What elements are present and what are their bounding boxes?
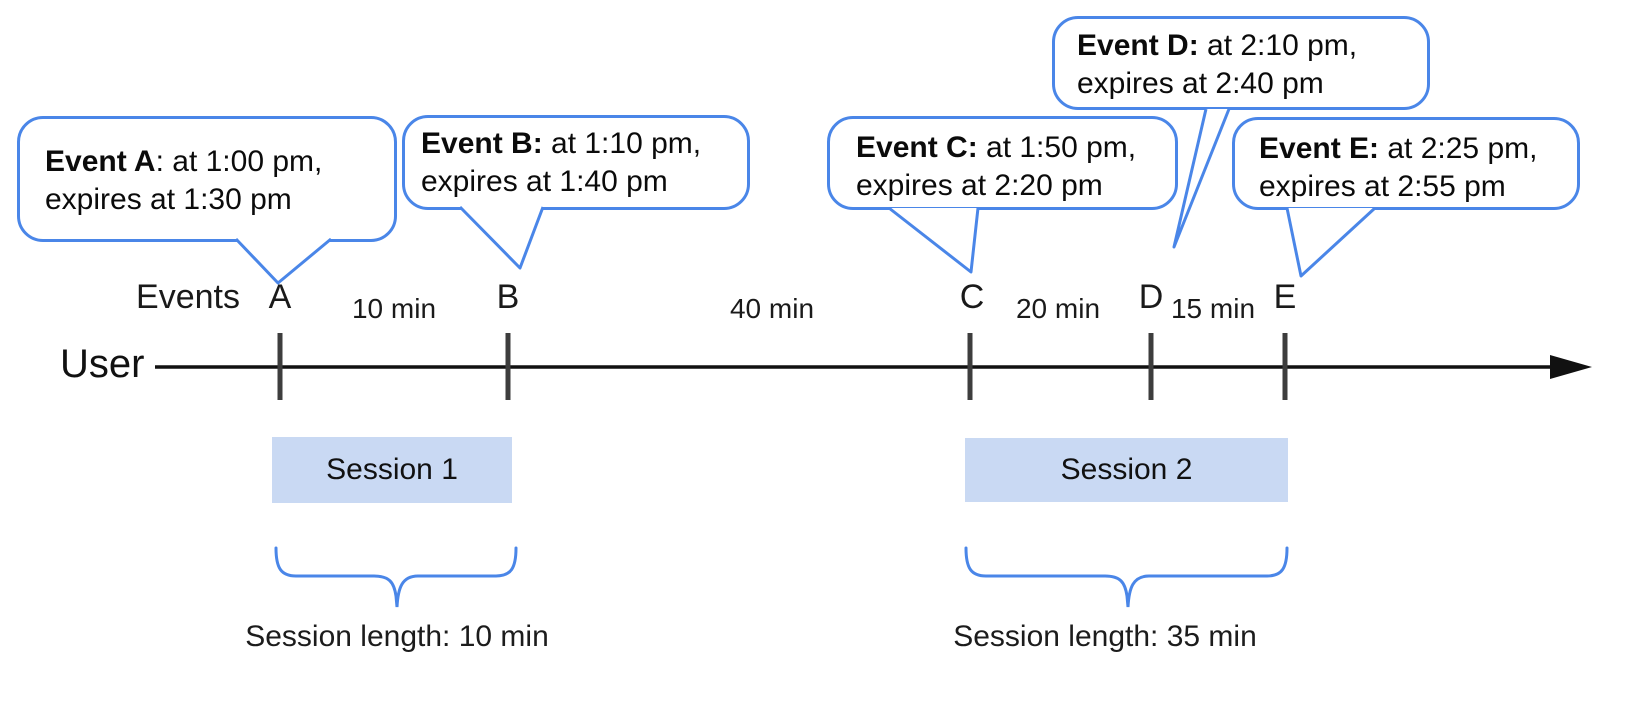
tick-d bbox=[1148, 333, 1154, 400]
tick-e bbox=[1282, 333, 1288, 400]
event-b-time: at 1:10 pm, bbox=[542, 127, 702, 160]
event-c-callout: Event C: at 1:50 pm, expires at 2:20 pm bbox=[827, 116, 1178, 210]
session-2-box: Session 2 bbox=[965, 438, 1288, 502]
event-b-callout: Event B: at 1:10 pm, expires at 1:40 pm bbox=[402, 115, 750, 210]
event-a-line1: Event A: at 1:00 pm, bbox=[45, 143, 384, 181]
events-axis-label: Events bbox=[136, 278, 240, 316]
tick-c bbox=[967, 333, 973, 400]
event-e-expiry: expires at 2:55 pm bbox=[1259, 170, 1506, 203]
event-b-line1: Event B: at 1:10 pm, bbox=[421, 125, 737, 163]
event-a-callout: Event A: at 1:00 pm, expires at 1:30 pm bbox=[17, 116, 397, 242]
session-1-label: Session 1 bbox=[326, 453, 458, 486]
interval-c-d: 20 min bbox=[1015, 293, 1101, 324]
event-a-time: : at 1:00 pm, bbox=[155, 145, 323, 178]
event-e-callout-tail bbox=[1285, 206, 1377, 278]
event-b-callout-tail bbox=[458, 205, 545, 270]
event-e-line1: Event E: at 2:25 pm, bbox=[1259, 130, 1567, 168]
event-a-expiry: expires at 1:30 pm bbox=[45, 183, 292, 216]
timeline-arrowhead-icon bbox=[1550, 355, 1592, 379]
event-marker-c: C bbox=[959, 278, 985, 316]
event-c-callout-tail bbox=[888, 206, 980, 274]
event-a-title: Event A bbox=[45, 145, 156, 178]
tick-b bbox=[505, 333, 511, 400]
event-d-line1: Event D: at 2:10 pm, bbox=[1077, 27, 1417, 65]
event-marker-d: D bbox=[1138, 278, 1164, 316]
interval-b-c: 40 min bbox=[729, 293, 815, 324]
session-2-brace bbox=[964, 546, 1289, 608]
event-d-callout-tail bbox=[1172, 108, 1231, 249]
session-1-brace bbox=[274, 546, 518, 608]
event-c-expiry: expires at 2:20 pm bbox=[856, 169, 1103, 202]
session-1-length-caption: Session length: 10 min bbox=[245, 620, 549, 653]
event-e-time: at 2:25 pm, bbox=[1379, 132, 1538, 165]
event-c-line1: Event C: at 1:50 pm, bbox=[856, 129, 1165, 167]
tick-a bbox=[277, 333, 283, 400]
event-e-title: Event E: bbox=[1259, 132, 1380, 165]
session-2-label: Session 2 bbox=[1060, 453, 1193, 486]
event-e-callout: Event E: at 2:25 pm, expires at 2:55 pm bbox=[1232, 117, 1580, 210]
event-marker-a: A bbox=[268, 278, 292, 316]
event-d-callout: Event D: at 2:10 pm, expires at 2:40 pm bbox=[1052, 16, 1430, 110]
event-b-title: Event B: bbox=[421, 127, 543, 160]
interval-a-b: 10 min bbox=[351, 293, 437, 324]
event-b-expiry: expires at 1:40 pm bbox=[421, 165, 668, 198]
event-c-time: at 1:50 pm, bbox=[977, 131, 1137, 164]
event-d-time: at 2:10 pm, bbox=[1198, 29, 1358, 62]
user-axis-label: User bbox=[60, 342, 145, 386]
event-c-title: Event C: bbox=[856, 131, 978, 164]
event-marker-e: E bbox=[1273, 278, 1297, 316]
event-marker-b: B bbox=[496, 278, 520, 316]
interval-d-e: 15 min bbox=[1170, 293, 1256, 324]
session-2-length-caption: Session length: 35 min bbox=[953, 620, 1257, 653]
event-d-title: Event D: bbox=[1077, 29, 1199, 62]
session-1-box: Session 1 bbox=[272, 437, 512, 503]
event-d-expiry: expires at 2:40 pm bbox=[1077, 67, 1324, 100]
event-a-callout-tail bbox=[234, 237, 332, 285]
